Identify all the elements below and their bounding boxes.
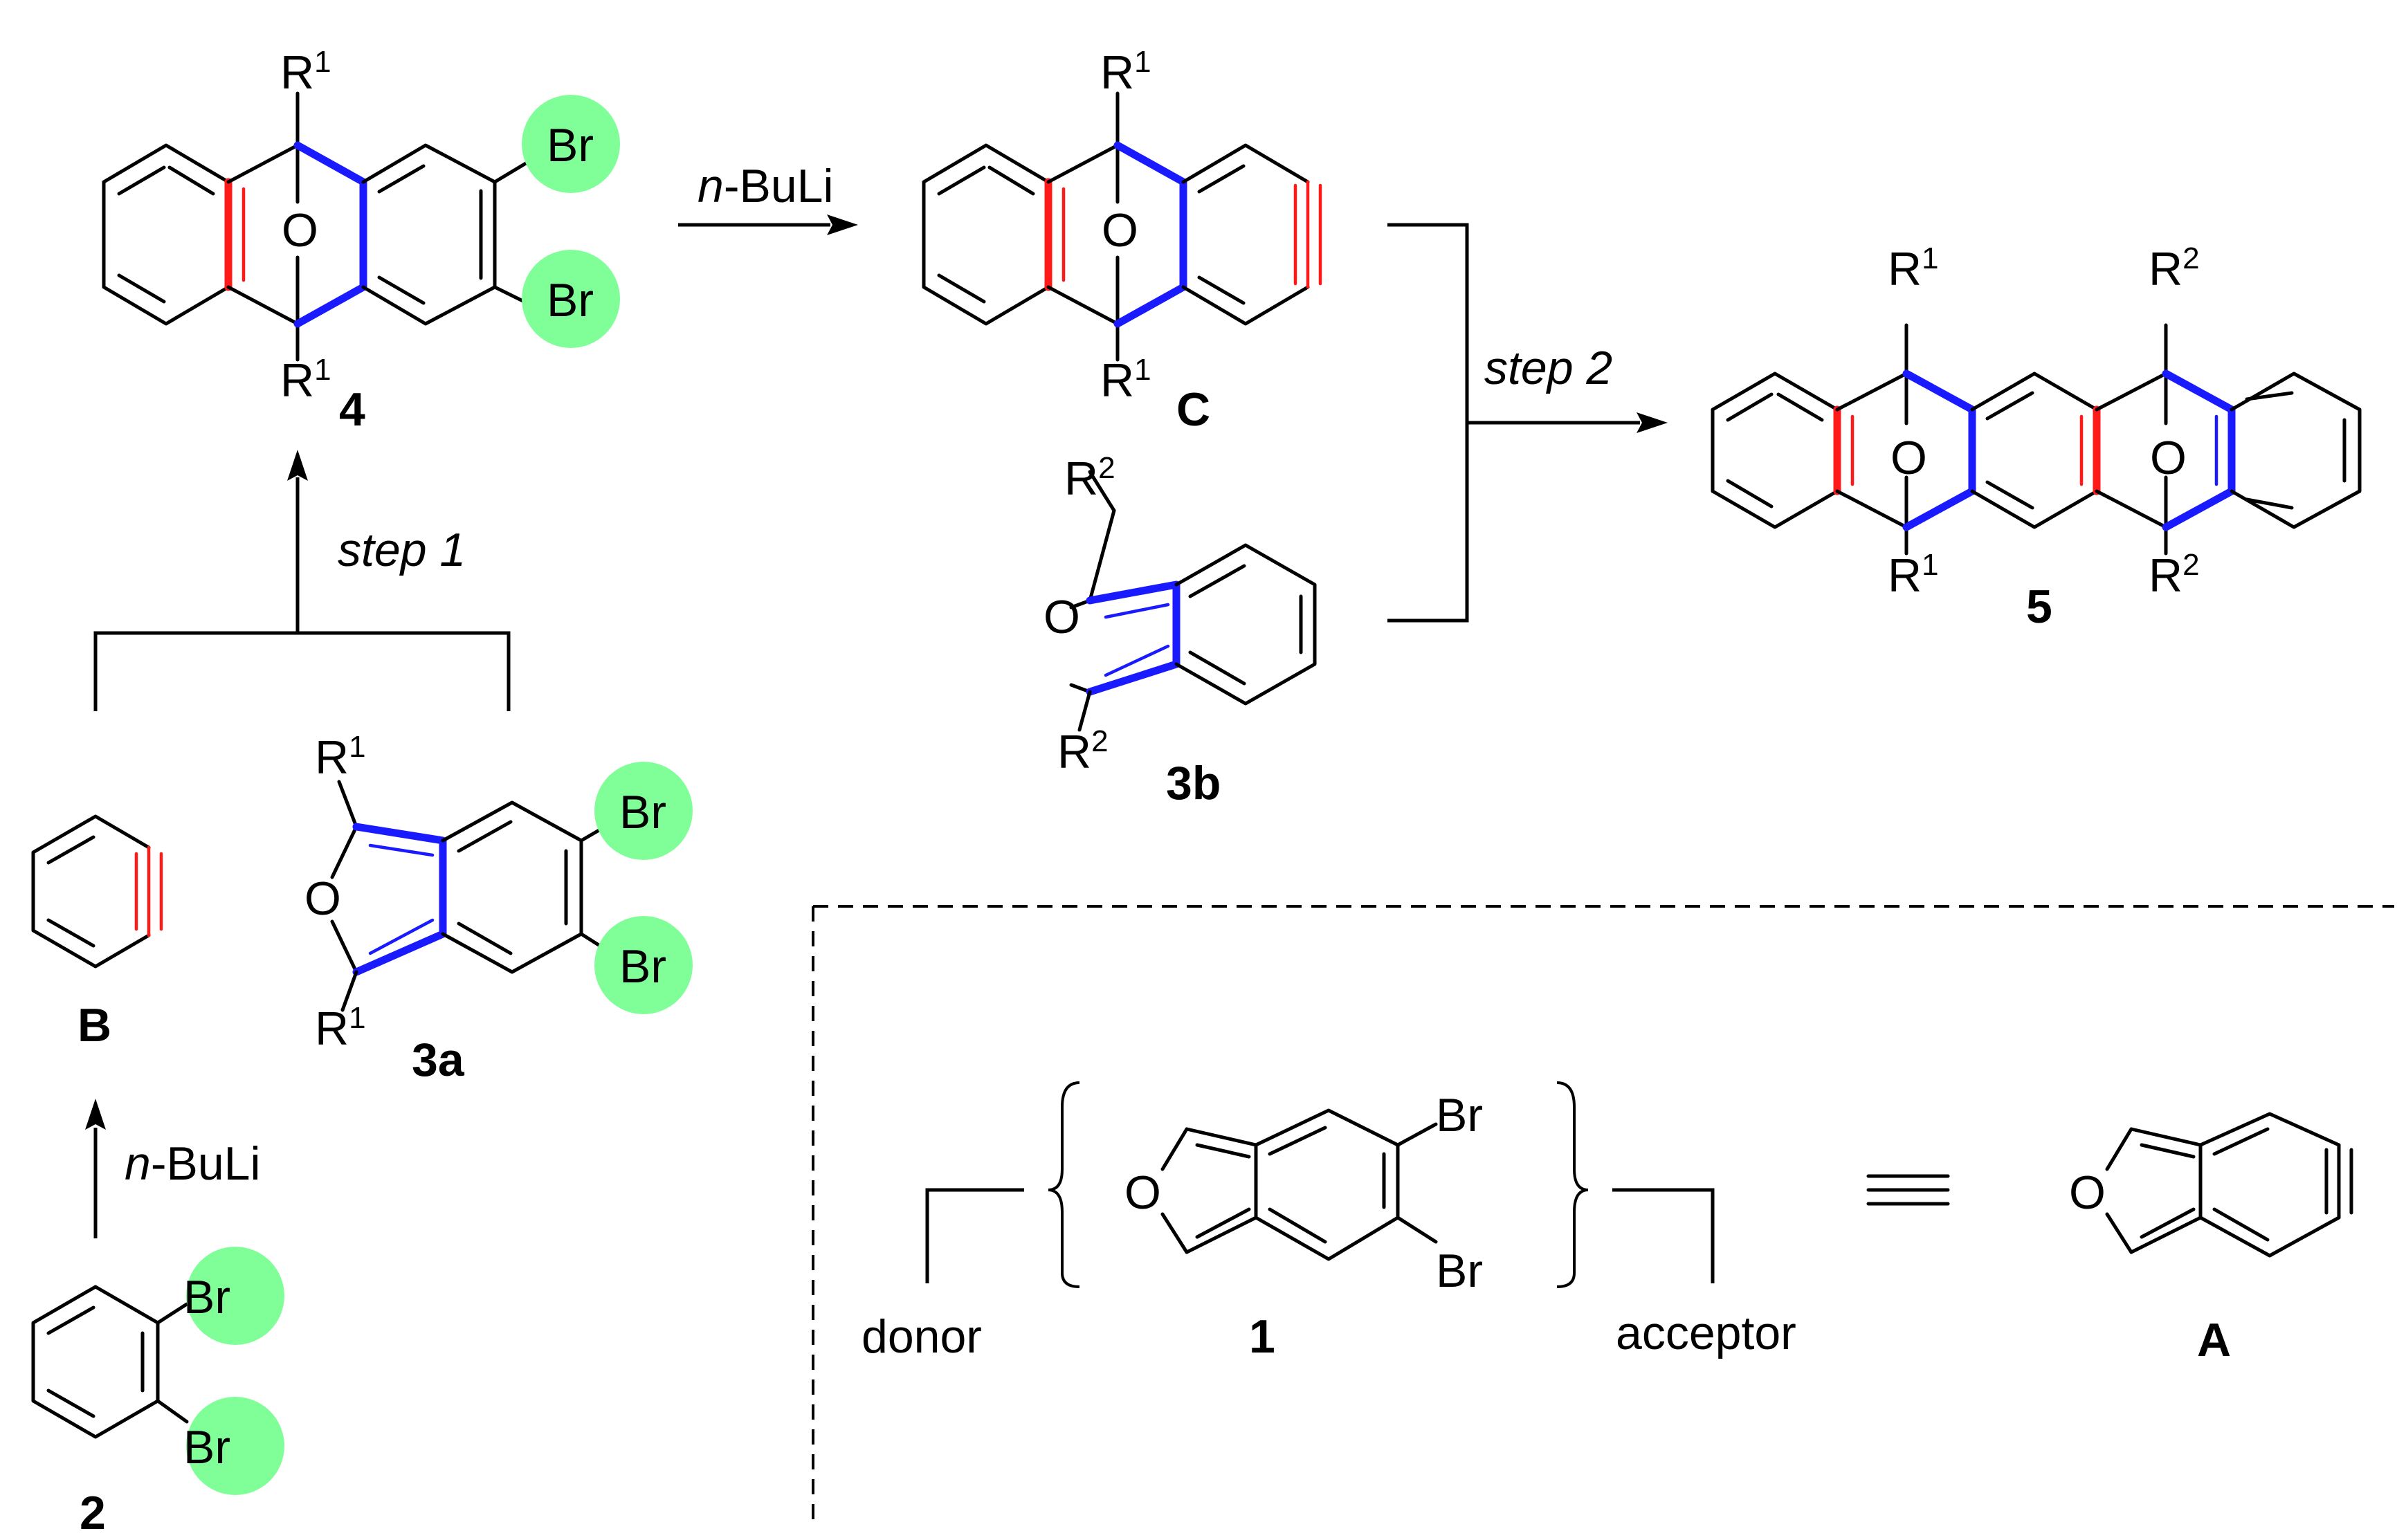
arrow-head	[827, 214, 858, 235]
br-highlight-bubble	[186, 1247, 284, 1345]
acceptor-bracket	[1612, 1188, 1715, 1283]
legend-acceptor: acceptor	[1616, 1307, 1796, 1359]
substituent-r1: R1	[315, 730, 366, 784]
arrow-head	[1637, 412, 1668, 433]
atom-br: Br	[619, 786, 666, 838]
compound-b-structure	[31, 814, 163, 969]
reagent-nbuli: n-BuLi	[698, 160, 834, 212]
substituent-r1: R1	[280, 45, 331, 99]
compound-label-3a: 3a	[412, 1034, 465, 1086]
compound-4-structure	[102, 91, 549, 362]
compound-label-a: A	[2197, 1314, 2231, 1366]
substituent-r1: R1	[1100, 353, 1151, 407]
step2-label: step 2	[1484, 342, 1612, 394]
substituent-r1: R1	[1888, 241, 1939, 295]
compound-label-b: B	[78, 999, 111, 1052]
atom-o: O	[1043, 591, 1080, 643]
compound-label-3b: 3b	[1166, 757, 1221, 809]
arrow-head	[85, 1099, 106, 1130]
compound-label-2: 2	[80, 1487, 106, 1539]
compound-a-structure	[2105, 1112, 2353, 1258]
compound-1-structure	[1160, 1108, 1438, 1261]
substituent-r2: R2	[1057, 724, 1109, 778]
substituent-r2: R2	[2149, 241, 2200, 295]
compound-5-structure	[1711, 323, 2362, 556]
substituent-r1: R1	[280, 353, 331, 407]
substituent-r1: R1	[315, 1001, 366, 1055]
left-brace	[1048, 1081, 1080, 1288]
substituent-r1: R1	[1100, 45, 1151, 99]
atom-br: Br	[183, 1421, 230, 1474]
legend-donor: donor	[862, 1310, 982, 1363]
atom-br: Br	[619, 940, 666, 993]
step1-bracket	[93, 631, 511, 711]
arrow-head	[287, 450, 308, 481]
br-highlight-bubble	[186, 1397, 284, 1495]
substituent-r2: R2	[2149, 548, 2200, 602]
atom-o: O	[1124, 1166, 1161, 1219]
br-highlight-bubble	[522, 95, 620, 193]
atom-o: O	[1102, 204, 1138, 257]
right-brace	[1556, 1081, 1589, 1288]
atom-br: Br	[183, 1271, 230, 1323]
atom-o: O	[2069, 1166, 2106, 1219]
br-highlight-bubble	[594, 916, 693, 1014]
atom-o: O	[2150, 432, 2187, 484]
intermediate-c-structure	[922, 91, 1322, 362]
atom-br: Br	[547, 274, 594, 327]
step1-label: step 1	[338, 524, 466, 576]
compound-label-4: 4	[339, 383, 365, 436]
atom-o: O	[304, 872, 341, 925]
step2-bracket	[1387, 223, 1469, 623]
compound-3a-structure	[330, 780, 625, 1012]
equivalence-sign	[1866, 1174, 1950, 1206]
compound-2-structure	[31, 1285, 189, 1439]
substituent-r1: R1	[1888, 548, 1939, 602]
br-highlight-bubble	[594, 762, 693, 860]
atom-br: Br	[547, 119, 594, 172]
substituent-r2: R2	[1064, 451, 1115, 505]
atom-br: Br	[1436, 1089, 1483, 1142]
atom-br: Br	[1436, 1245, 1483, 1297]
compound-label-1: 1	[1249, 1310, 1275, 1363]
compound-label-5: 5	[2026, 580, 2052, 633]
atom-o: O	[1890, 432, 1927, 484]
compound-3b-structure	[1069, 470, 1317, 732]
br-highlight-bubble	[522, 250, 620, 348]
atom-o: O	[282, 204, 318, 257]
compound-label-c: C	[1176, 383, 1210, 436]
donor-bracket	[925, 1188, 1024, 1283]
reagent-nbuli: n-BuLi	[125, 1137, 261, 1190]
